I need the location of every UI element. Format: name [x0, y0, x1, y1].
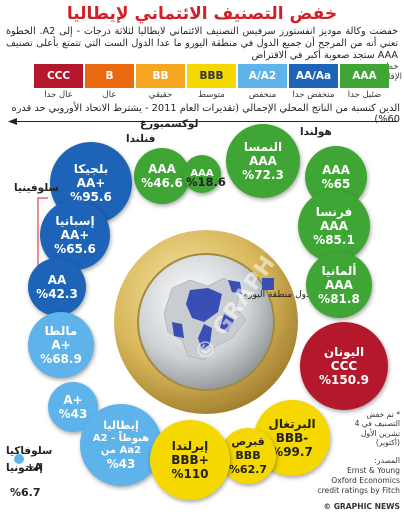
chart-subhead: الدين كنسبة من الناتج المحلي الإجمالي (ت…	[11, 103, 400, 125]
rating-luxembourg: AAA	[190, 168, 214, 179]
rating-box-bb: BB	[136, 64, 185, 88]
country-spain: إسبانيا	[55, 214, 95, 228]
rating-label-ccc: عال جدا	[44, 90, 73, 100]
rating-box-aaa: AAA	[340, 64, 389, 88]
rating-austria: AAA	[249, 154, 277, 168]
rating-netherlands: AAA	[322, 163, 350, 177]
rating-label-aa: منخفض جدا	[292, 90, 335, 100]
rating-france: AAA	[320, 219, 348, 233]
bubble-finland: AAA %46.6	[134, 148, 190, 204]
rating-label-bb: حقيقي	[148, 90, 173, 100]
debt-germany: %81.8	[318, 292, 360, 306]
debt-luxembourg: %18.6	[186, 175, 226, 189]
bubble-malta: مالطا A+ %68.9	[28, 312, 94, 378]
bubble-italy: إيطاليا A2 - هبوطاً من Aa2 %43	[80, 404, 162, 486]
page-title: خفض التصنيف الائتماني لإيطاليا	[66, 4, 338, 24]
debt-slovenia: %42.3	[36, 287, 78, 301]
bubble-france: فرنسا AAA %85.1	[298, 190, 370, 262]
debt-spain: %65.6	[54, 242, 96, 256]
italy-footnote: * تم خفض التصنيف في 4 تشرين الأول (أكتوب…	[354, 410, 400, 448]
debt-austria: %72.3	[242, 168, 284, 182]
source-line-2: Oxford Economics	[331, 476, 400, 485]
country-cyprus: قبرص	[231, 435, 265, 448]
country-malta: مالطا	[44, 324, 78, 338]
debt-france: %85.1	[313, 233, 355, 247]
country-label-netherlands: هولندا	[300, 126, 332, 138]
country-ireland: إيرلندا	[171, 439, 209, 453]
debt-ireland: %110	[171, 467, 209, 481]
country-greece: اليونان	[323, 345, 365, 359]
rating-ireland: BBB+	[171, 453, 209, 467]
debt-italy: %43	[106, 457, 136, 471]
rating-finland: AAA	[148, 162, 176, 176]
debt-greece: %150.9	[319, 373, 369, 387]
euro-coin	[114, 230, 298, 414]
debt-portugal: %99.7	[271, 445, 313, 459]
country-italy: إيطاليا	[103, 419, 139, 432]
bubble-germany: ألمانيا AAA %81.8	[306, 252, 372, 318]
estonia-dot	[14, 454, 24, 464]
rating-box-a: A/A2	[238, 64, 287, 88]
rating-box-b: B	[85, 64, 134, 88]
debt-finland: %46.6	[141, 176, 183, 190]
country-germany: ألمانيا	[321, 264, 357, 278]
rating-greece: CCC	[330, 359, 358, 373]
intro-text: خفضت وكالة موديز انفستورز سرفيس التصنيف …	[6, 26, 399, 61]
credit: © GRAPHIC NEWS	[323, 502, 400, 511]
country-label-slovenia: سلوفينيا	[14, 182, 59, 194]
rating-italy: A2 - هبوطاً من Aa2	[92, 433, 150, 456]
rating-label-a: منخفض	[248, 90, 277, 100]
map-legend-swatch	[262, 278, 274, 290]
rating-box-ccc: CCC	[34, 64, 83, 88]
country-france: فرنسا	[315, 205, 353, 219]
source-line-1: Ernst & Young	[346, 466, 400, 475]
rating-label-bbb: متوسط	[198, 90, 225, 100]
debt-netherlands: %65	[321, 177, 351, 191]
rating-label-b: عال	[102, 90, 117, 100]
bubble-slovenia: AA %42.3	[28, 258, 86, 316]
debt-slovakia: %43	[58, 407, 88, 421]
rating-box-aa: AA/Aa	[289, 64, 338, 88]
source-line-3: credit ratings by Fitch	[317, 486, 400, 495]
rating-cyprus: BBB	[235, 449, 261, 462]
country-label-slovakia: سلوفاكيا	[6, 445, 53, 457]
rating-slovakia: A+	[63, 393, 83, 407]
rating-box-bbb: BBB	[187, 64, 236, 88]
bubble-greece: اليونان CCC %150.9	[300, 322, 388, 410]
bubble-luxembourg: AAA	[183, 155, 221, 193]
country-label-estonia: إستونيا	[6, 462, 43, 474]
source-label: المصدر:	[374, 456, 400, 465]
debt-estonia: %6.7	[10, 486, 41, 499]
rating-label-aaa: ضئيل جدا	[347, 90, 382, 100]
rating-germany: AAA	[325, 278, 353, 292]
map-legend-label: دول منطقة اليورو	[243, 290, 310, 300]
country-belgium: بلجيكا	[73, 162, 109, 176]
rating-malta: A+	[51, 338, 71, 352]
rating-estonia: A+	[26, 462, 43, 473]
rating-spain: AA+	[60, 228, 90, 242]
rating-belgium: AA+	[76, 176, 106, 190]
country-label-finland: فنلندا	[126, 133, 156, 145]
bubble-austria: النمسا AAA %72.3	[226, 124, 300, 198]
bubble-ireland: إيرلندا BBB+ %110	[150, 420, 230, 500]
rating-slovenia: AA	[47, 273, 67, 287]
debt-malta: %68.9	[40, 352, 82, 366]
country-austria: النمسا	[243, 140, 283, 154]
rating-portugal: BBB-	[275, 431, 309, 445]
subhead-arrow	[8, 118, 398, 125]
country-portugal: البرتغال	[268, 417, 316, 431]
country-label-luxembourg: لوكسمبورغ	[140, 118, 199, 130]
debt-cyprus: %62.7	[228, 463, 268, 476]
